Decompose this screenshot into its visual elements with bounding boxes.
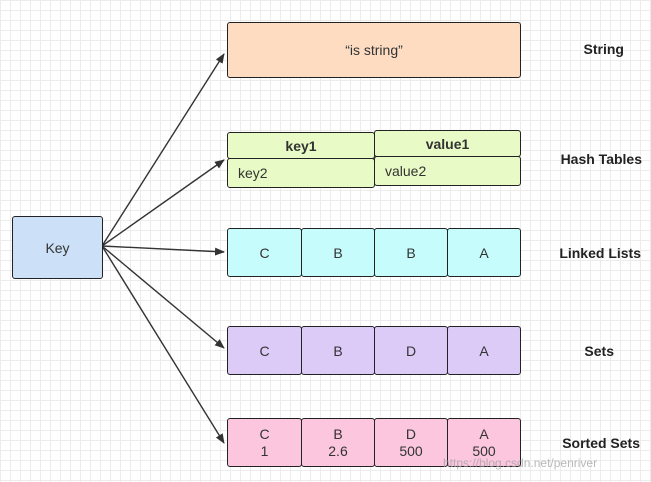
sorted-set-score: 1 [260,442,269,459]
list-item-text: B [333,244,343,261]
set-item-text: A [479,342,489,359]
hash-type-label: Hash Tables [560,151,642,167]
hash-row-key: key2 [227,158,375,188]
set-item-text: B [333,342,343,359]
arrow-to-sorted-sets [101,245,225,444]
set-item-text: D [405,342,417,359]
hash-header-value: value1 [374,130,521,157]
set-item: A [447,326,521,375]
sorted-set-score: 500 [472,442,496,459]
hash-header-value-text: value1 [425,135,470,152]
sorted-set-member: A [479,425,489,442]
hash-row-value-text: value2 [385,163,427,179]
watermark-text: https://blog.csdn.net/penriver [443,456,598,470]
hash-header-key: key1 [227,132,375,159]
set-item: D [374,326,448,375]
set-item: B [301,326,375,375]
sets-type-label: Sets [584,343,614,359]
sorted-set-item: C 1 [227,418,302,467]
linked-lists-type-label: Linked Lists [559,245,641,261]
list-item-text: A [479,244,489,261]
string-type-label: String [583,41,624,57]
list-item-text: C [259,244,270,261]
string-value: “is string” [345,42,403,58]
hash-row-key-text: key2 [238,165,268,181]
sorted-set-item: A 500 [447,418,521,467]
sorted-set-member: B [333,425,343,442]
key-node: Key [12,216,103,279]
list-item: A [447,228,521,277]
sorted-set-item: D 500 [374,418,448,467]
string-node: “is string” [227,22,521,78]
list-item-text: B [406,244,416,261]
list-item: C [227,228,302,277]
arrow-to-linked-lists [101,245,225,256]
key-label: Key [45,239,70,256]
sorted-sets-type-label: Sorted Sets [562,435,640,451]
sorted-set-member: C [259,425,270,442]
set-item-text: C [259,342,270,359]
sorted-set-score: 2.6 [328,442,348,459]
hash-header-key-text: key1 [285,137,317,154]
hash-row-value: value2 [374,156,521,186]
list-item: B [374,228,448,277]
arrow-to-string [101,53,225,247]
sorted-set-score: 500 [399,442,423,459]
sorted-set-item: B 2.6 [301,418,375,467]
list-item: B [301,228,375,277]
arrow-to-hash-tables [101,159,225,247]
sorted-set-member: D [405,425,417,442]
set-item: C [227,326,302,375]
arrow-to-sets [101,245,225,349]
